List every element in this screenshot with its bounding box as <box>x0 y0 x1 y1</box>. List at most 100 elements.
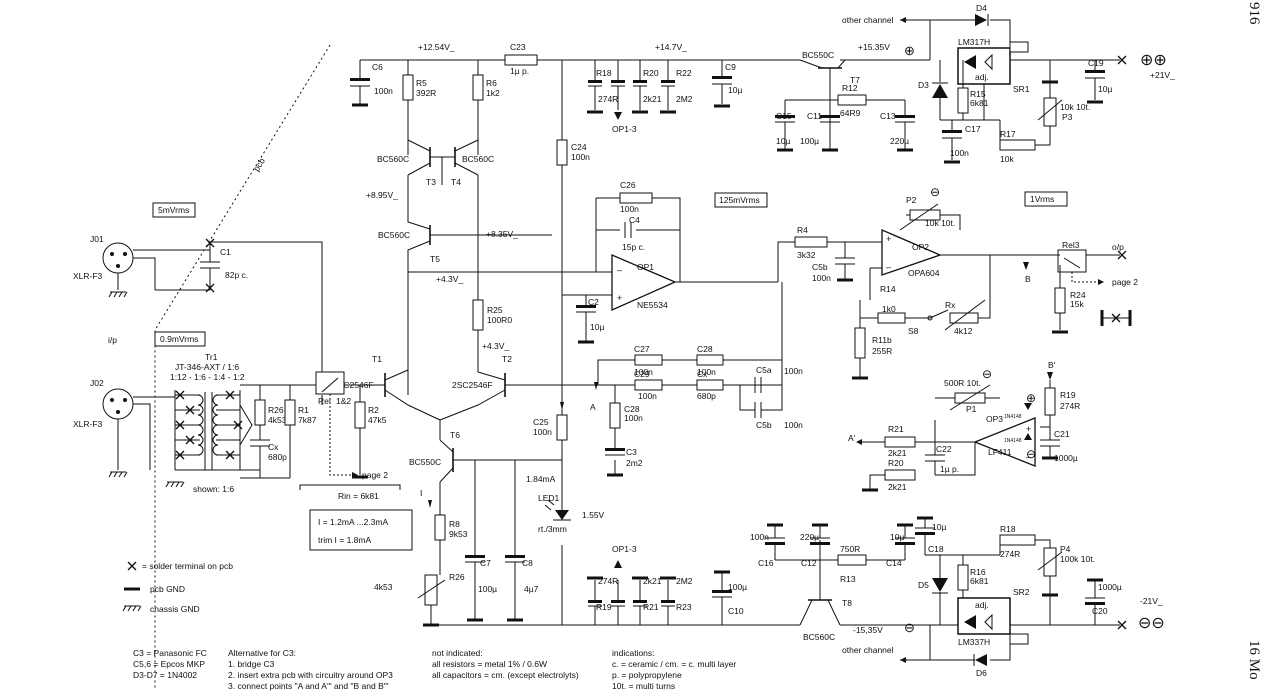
rin-label: Rin = 6k81 <box>338 491 379 501</box>
t5-type: BC560C <box>378 230 410 240</box>
c5a-value: 100n <box>784 366 803 376</box>
p2-label: Rx <box>945 300 956 310</box>
c28-label: R22 <box>676 68 692 78</box>
r13-value: 3k32 <box>797 250 816 260</box>
c16-c12-c14-caps <box>775 115 915 152</box>
r17-label: R14 <box>880 284 896 294</box>
r26-value: 100R0 <box>487 315 512 325</box>
node-b2-arrow <box>1047 372 1053 380</box>
other-channel-bottom-arrow <box>900 657 906 663</box>
level-1v: 1Vrms <box>1030 194 1054 204</box>
r14-resistor <box>854 327 866 359</box>
t7-label: T7 <box>850 75 860 85</box>
legend-solder-text: = solder terminal on pcb <box>142 561 233 571</box>
legend-chassis-gnd-symbol <box>122 605 142 612</box>
relay-box <box>315 371 345 395</box>
r14-value: 255R <box>872 346 892 356</box>
c4-capacitor <box>624 222 632 238</box>
j01-label: J01 <box>90 234 104 244</box>
note-line: 10t. = multi turns <box>612 681 676 691</box>
r21-label: R18 <box>1000 524 1016 534</box>
tr1-ratios: 1:12 - 1:6 - 1:4 - 1:2 <box>170 372 245 382</box>
v895-label: +8.95V_ <box>366 190 398 200</box>
vn1535-label: -15,35V <box>853 625 883 635</box>
p1-label: R26 <box>449 572 465 582</box>
r1-value: 7k87 <box>298 415 317 425</box>
p2-value: 4k12 <box>954 326 973 336</box>
op1-plus: + <box>617 293 622 303</box>
legend-chassis-gnd-text: chassis GND <box>150 604 200 614</box>
p5-label: P3 <box>1062 112 1073 122</box>
tr1-label: Tr1 <box>205 352 218 362</box>
c12-value: 100µ <box>800 136 819 146</box>
d6-label: D6 <box>976 668 987 678</box>
c6-capacitor <box>835 257 855 282</box>
p1-value: 4k53 <box>374 582 393 592</box>
pcb-boundary <box>154 44 331 690</box>
r21-value: 274R <box>1000 549 1020 559</box>
r7-value: 100n <box>571 152 590 162</box>
r6-value: 1µ p. <box>510 66 529 76</box>
neg-supply-symbol: ⊖⊖ <box>1138 615 1165 632</box>
tr1-shown: shown: 1:6 <box>193 484 234 494</box>
c6-label: C5b <box>812 262 828 272</box>
c11-capacitor <box>712 570 732 625</box>
r12-value: 100n <box>624 413 643 423</box>
legend-pcb-gnd-text: pcb GND <box>150 584 185 594</box>
r11b-value: 680p <box>697 391 716 401</box>
c15-value: 10µ <box>890 532 904 542</box>
op3-diodes <box>1024 403 1032 440</box>
c7-value: 100n <box>374 86 393 96</box>
t4-type: BC560C <box>462 154 494 164</box>
node-a: A <box>590 402 596 412</box>
node-b-arrow <box>1023 262 1029 270</box>
v147-label: +14.7V_ <box>655 42 687 52</box>
current-trim: trim I = 1.8mA <box>318 535 371 545</box>
c28-value: 2M2 <box>676 94 693 104</box>
r8-label: C25 <box>533 417 549 427</box>
c27-label: R21 <box>643 602 659 612</box>
note-line: all resistors = metal 1% / 0.6W <box>432 659 548 669</box>
rx-label: R26 <box>268 405 284 415</box>
c5a-label: C5a <box>756 365 772 375</box>
c12-label: C11 <box>807 111 822 121</box>
c8-capacitor <box>465 555 485 622</box>
rel3-label: Rel3 <box>1062 240 1080 250</box>
t2-label: T2 <box>502 354 512 364</box>
op3-label: OP3 <box>986 414 1003 424</box>
level-box-1v <box>1024 191 1068 207</box>
c11-label: C10 <box>728 606 744 616</box>
d6-diode <box>973 654 987 666</box>
r11a-value: 100n <box>638 391 657 401</box>
op2-label: OP2 <box>912 242 929 252</box>
c24-value: 274R <box>598 94 618 104</box>
r17-value: 1k0 <box>882 304 896 314</box>
c18-capacitor <box>942 120 962 164</box>
p3-value: 500R 10t. <box>944 378 981 388</box>
c29-value: 2M2 <box>676 576 693 586</box>
t5-label: T5 <box>430 254 440 264</box>
neg-supply-label: -21V_ <box>1140 596 1163 606</box>
r10a-value: 100n <box>634 367 653 377</box>
level-09mv: 0.9mVrms <box>160 334 198 344</box>
r12-resistor <box>609 402 621 429</box>
note-line: Alternative for C3: <box>228 648 297 658</box>
c21-capacitor <box>1085 578 1105 625</box>
d4-diode <box>975 14 989 26</box>
r23-value: 2k21 <box>888 482 907 492</box>
r25-resistor <box>1054 287 1066 314</box>
c3-capacitor <box>605 448 625 477</box>
c29-label: R23 <box>676 602 692 612</box>
t3-label: T3 <box>426 177 436 187</box>
r8-resistor <box>556 414 568 441</box>
c26-value: 2k21 <box>643 94 662 104</box>
output-label: o/p <box>1112 242 1124 252</box>
c19-value: 10µ <box>932 522 946 532</box>
notes-alternative: Alternative for C3: 1. bridge C3 2. inse… <box>228 648 393 692</box>
r12-label: C28 <box>624 404 640 414</box>
c23-label: C22 <box>936 444 952 454</box>
i-arrow-label: I <box>420 488 422 498</box>
c8-value: 100µ <box>478 584 497 594</box>
t6-type: BC550C <box>409 457 441 467</box>
r6-resistor <box>504 54 538 66</box>
